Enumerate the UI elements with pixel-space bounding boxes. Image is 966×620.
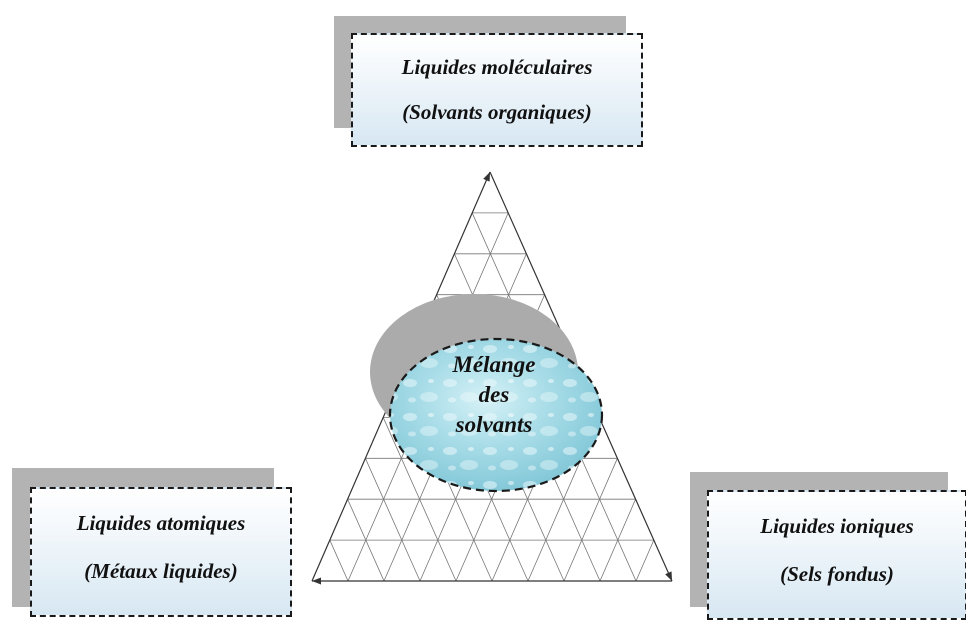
atomic-liquids-box: Liquides atomiques (Métaux liquides) <box>30 487 292 617</box>
mixture-label-line1: Mélange <box>452 352 536 377</box>
molecular-liquids-label: Liquides moléculaires <box>401 55 593 79</box>
mixture-label-line2: des <box>478 382 510 407</box>
molecular-liquids-box: Liquides moléculaires (Solvants organiqu… <box>351 33 643 147</box>
arrowhead-right <box>665 571 672 581</box>
arrowhead-left <box>312 577 321 585</box>
grid-line-right <box>563 458 618 582</box>
molten-salts-label: (Sels fondus) <box>780 561 894 586</box>
ionic-liquids-box: Liquides ioniques (Sels fondus) <box>707 490 966 620</box>
atomic-liquids-label: Liquides atomiques <box>76 510 246 535</box>
grid-line-right <box>635 539 655 582</box>
arrowhead-top <box>483 172 490 182</box>
mixture-label-line3: solvants <box>455 412 533 437</box>
mixture-circle-texture <box>388 337 604 493</box>
ternary-diagram <box>311 171 673 585</box>
solvent-mixture-label: Mélange des solvants <box>388 350 600 440</box>
grid-line-left <box>365 458 421 582</box>
grid-line-left <box>329 539 349 582</box>
axis-arrowheads <box>312 172 672 585</box>
liquid-metals-label: (Métaux liquides) <box>84 558 238 583</box>
ionic-liquids-label: Liquides ioniques <box>760 513 914 538</box>
organic-solvents-label: (Solvants organiques) <box>402 100 592 124</box>
